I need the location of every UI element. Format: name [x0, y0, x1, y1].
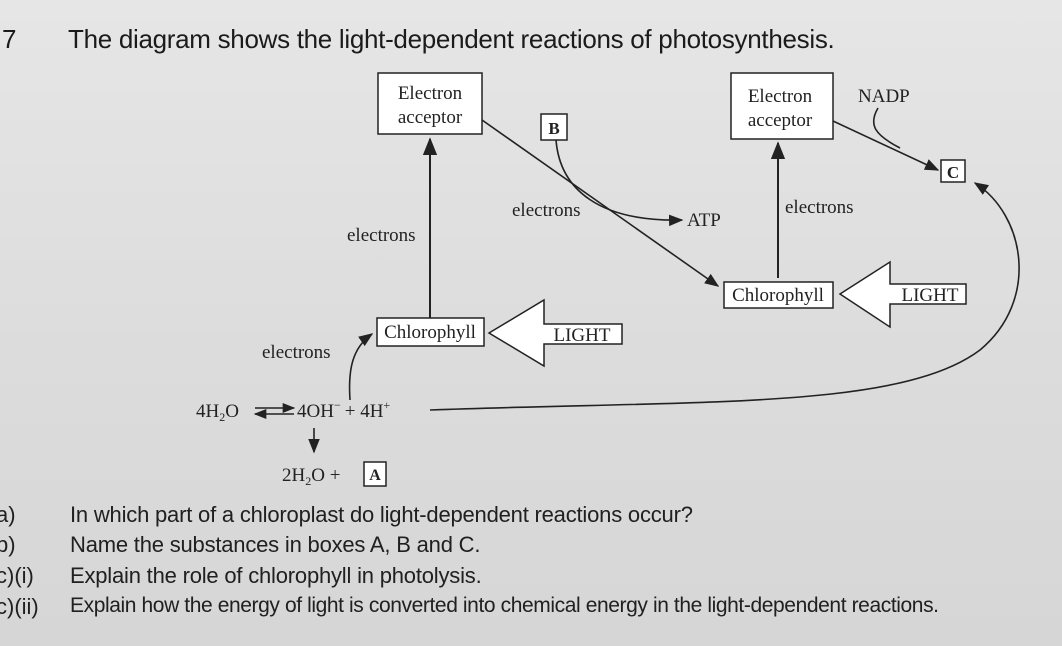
equation-h-sup: + [383, 398, 390, 412]
question-c-ii-text: Explain how the energy of light is conve… [70, 594, 939, 617]
equation-o: O [225, 401, 239, 422]
equation-sub-2: 2 [219, 410, 225, 424]
water-sub-2: 2 [305, 474, 311, 488]
question-c-ii: c)(ii) Explain how the energy of light i… [0, 594, 1062, 620]
question-b-label: b) [0, 532, 16, 557]
equation-plus-4h: + 4H [345, 401, 384, 422]
electron-acceptor-box-2 [730, 72, 834, 140]
equation-4h: 4H [196, 401, 220, 422]
nadp-to-c-curve [872, 107, 901, 149]
electron-acceptor-1-line2: acceptor [398, 107, 463, 128]
box-b [540, 113, 568, 141]
electron-acceptor-1-line1: Electron [398, 83, 463, 104]
question-title: The diagram shows the light-dependent re… [68, 24, 835, 54]
question-b-text: Name the substances in boxes A, B and C. [70, 532, 481, 557]
equation-left: 4H2O [196, 401, 239, 424]
equation-4oh: 4OH [297, 401, 334, 422]
electron-chain-diagonal [481, 119, 720, 287]
oh-to-chlorophyll-curve [348, 333, 374, 401]
electron-acceptor-box-1 [377, 72, 483, 135]
question-a-label: a) [0, 502, 16, 527]
water-product: 2H2O + [282, 465, 340, 488]
question-number: 7 [2, 24, 17, 54]
light-1-label: LIGHT [554, 325, 611, 346]
question-c-i: c)(i) Explain the role of chlorophyll in… [0, 563, 1062, 589]
question-c-ii-label: c)(ii) [0, 594, 39, 619]
electrons-middle-label: electrons [512, 200, 581, 221]
equation-oh-sup: − [334, 398, 341, 412]
nadp-label: NADP [858, 86, 910, 107]
box-a-label: A [369, 467, 381, 484]
question-c-i-text: Explain the role of chlorophyll in photo… [70, 563, 482, 588]
question-a-text: In which part of a chloroplast do light-… [70, 502, 693, 527]
question-c-i-label: c)(i) [0, 563, 34, 588]
equation-right: 4OH−+ 4H+ [297, 398, 390, 422]
atp-label: ATP [687, 210, 721, 231]
hydrogen-return-curve [429, 182, 1020, 411]
electrons-bottom-label: electrons [262, 342, 331, 363]
light-2-label: LIGHT [902, 285, 959, 306]
box-c [940, 159, 966, 183]
light-arrow-2 [838, 260, 967, 329]
water-o-plus: O + [311, 465, 340, 486]
light-arrow-1 [487, 298, 623, 368]
electrons-left-label: electrons [347, 225, 416, 246]
electron-acceptor-2-line1: Electron [748, 86, 813, 107]
question-b: b) Name the substances in boxes A, B and… [0, 532, 1062, 558]
acceptor-to-c-line [832, 120, 940, 171]
water-2h: 2H [282, 465, 306, 486]
chlorophyll-2-label: Chlorophyll [732, 285, 824, 306]
electron-acceptor-2-line2: acceptor [748, 110, 813, 131]
chlorophyll-box-2 [723, 281, 834, 309]
electrons-right-label: electrons [785, 197, 854, 218]
box-a [363, 461, 387, 487]
box-b-label: B [548, 119, 559, 138]
b-to-atp-curve [555, 139, 684, 227]
chlorophyll-box-1 [376, 317, 485, 347]
chlorophyll-1-label: Chlorophyll [384, 322, 476, 343]
question-a: a) In which part of a chloroplast do lig… [0, 502, 1062, 528]
box-c-label: C [947, 163, 959, 182]
